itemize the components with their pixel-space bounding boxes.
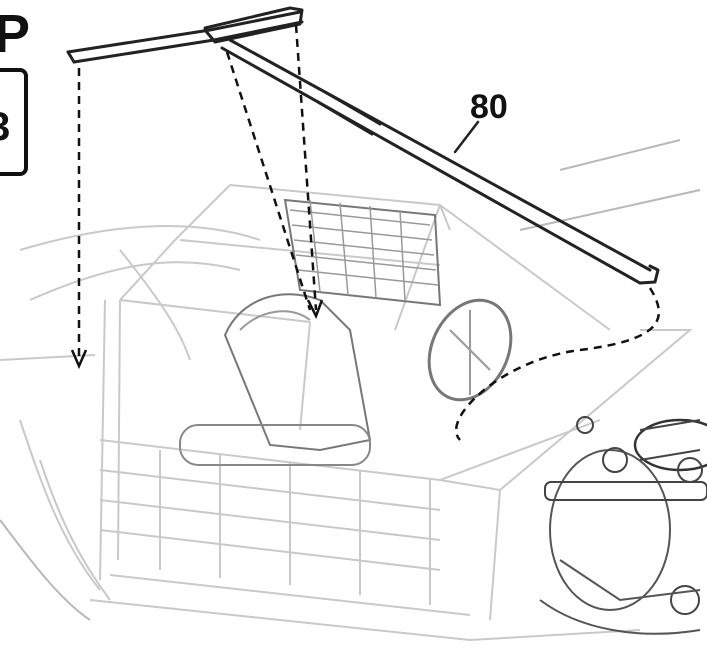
window-net bbox=[283, 198, 442, 307]
chassis-background bbox=[0, 139, 701, 642]
driver-seat bbox=[223, 293, 372, 452]
part-80-roll-bar bbox=[66, 6, 660, 285]
steering-wheel bbox=[427, 298, 513, 402]
part-80-leader bbox=[453, 120, 480, 154]
engine bbox=[539, 416, 707, 635]
assembly-guides bbox=[70, 24, 660, 441]
step-marker: P 3 bbox=[0, 4, 30, 176]
oil-tank bbox=[179, 424, 371, 466]
step-number-box bbox=[0, 68, 28, 176]
roll-cage bbox=[99, 184, 693, 621]
step-letter: P bbox=[0, 4, 30, 64]
part-number-80: 80 bbox=[470, 88, 508, 126]
step-number: 3 bbox=[0, 105, 10, 149]
